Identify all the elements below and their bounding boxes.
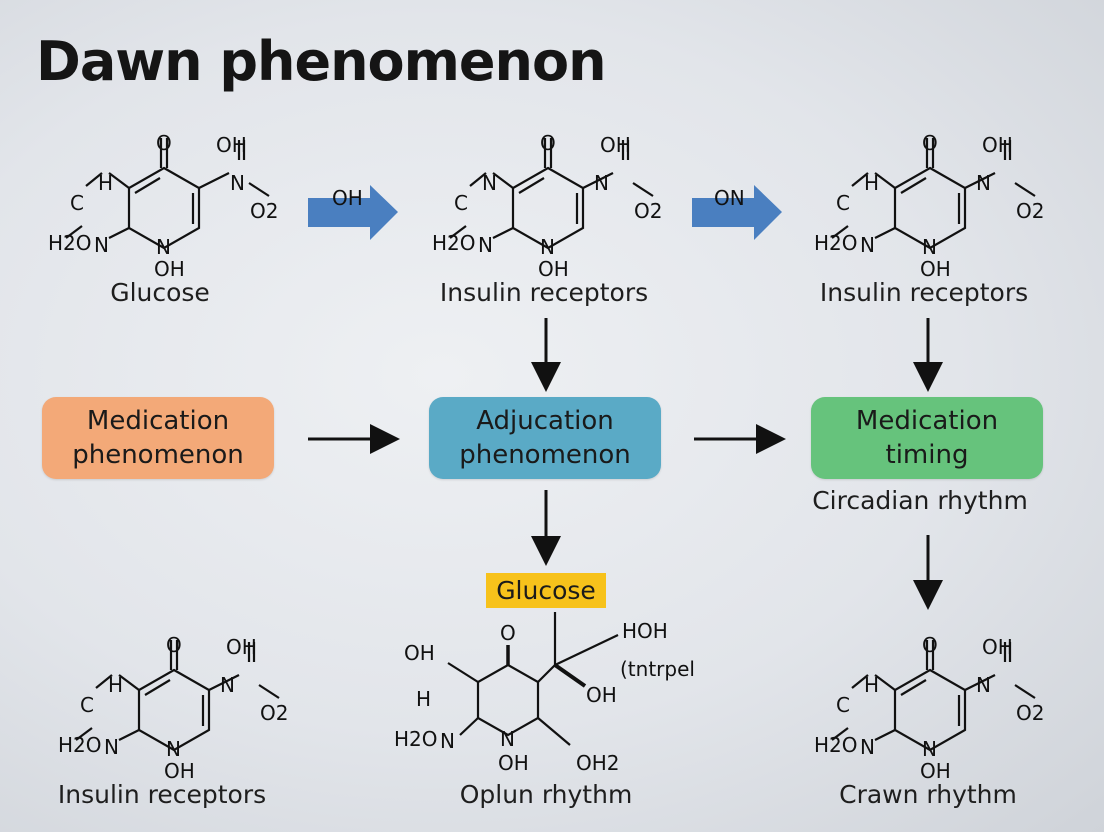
atom-n: N	[976, 673, 991, 697]
atom-n-left: N	[860, 735, 875, 759]
atom-oh2: OH2	[576, 751, 620, 775]
atom-oh-left: OH	[404, 641, 435, 665]
atom-h: H	[864, 673, 879, 697]
node-adjucation-phenomenon-line2: phenomenon	[459, 440, 631, 470]
big-arrow-2-label: ON	[714, 186, 745, 210]
atom-h: H	[864, 171, 879, 195]
atom-n: N	[220, 673, 235, 697]
node-medication-phenomenon: Medication phenomenon	[42, 397, 274, 479]
label-glucose: Glucose	[110, 278, 210, 307]
atom-h2o: H2O	[394, 727, 438, 751]
atom-c: C	[70, 191, 84, 215]
atom-oh-right: OH	[586, 683, 617, 707]
atom-h: H	[98, 171, 113, 195]
atom-h: H	[108, 673, 123, 697]
atom-c: C	[80, 693, 94, 717]
big-arrow-1-label: OH	[332, 186, 363, 210]
atom-tntrpel: (tntrpel	[620, 657, 695, 681]
big-arrow-2	[692, 185, 782, 240]
node-adjucation-phenomenon-line1: Adjucation	[476, 406, 614, 436]
atom-o2: O2	[260, 701, 288, 725]
atom-oh: OH	[982, 133, 1013, 157]
atom-n-left: N	[860, 233, 875, 257]
node-medication-timing: Medication timing	[811, 397, 1043, 479]
atom-n-ring: N	[166, 737, 181, 761]
atom-oh: OH	[982, 635, 1013, 659]
atom-oh-bottom: OH	[920, 257, 951, 281]
atom-n-left: N	[478, 233, 493, 257]
atom-oh-bottom: OH	[920, 759, 951, 783]
atom-o: O	[156, 131, 172, 155]
label-circadian-rhythm: Circadian rhythm	[812, 486, 1028, 515]
label-insulin-receptors-1: Insulin receptors	[439, 278, 649, 307]
atom-h2o: H2O	[432, 231, 476, 255]
node-medication-timing-line2: timing	[885, 440, 969, 470]
atom-oh: OH	[226, 635, 257, 659]
atom-oh-bottom: OH	[498, 751, 529, 775]
node-medication-timing-line1: Medication	[855, 406, 999, 436]
atom-o2: O2	[634, 199, 662, 223]
atom-o: O	[166, 633, 182, 657]
big-arrow-1	[308, 185, 398, 240]
node-adjucation-phenomenon: Adjucation phenomenon	[429, 397, 661, 479]
atom-oh: OH	[216, 133, 247, 157]
atom-h2o: H2O	[814, 733, 858, 757]
label-insulin-receptors-2: Insulin receptors	[819, 278, 1029, 307]
atom-h2o: H2O	[58, 733, 102, 757]
page-title: Dawn phenomenon	[36, 30, 607, 93]
atom-n-ring: N	[922, 235, 937, 259]
atom-oh-bottom: OH	[164, 759, 195, 783]
glucose-highlight: Glucose	[486, 573, 606, 608]
atom-h2o: H2O	[814, 231, 858, 255]
atom-n-left: N	[104, 735, 119, 759]
atom-n-ring: N	[156, 235, 171, 259]
atom-o: O	[922, 633, 938, 657]
atom-h: H	[416, 687, 431, 711]
atom-oh-bottom: OH	[154, 257, 185, 281]
atom-hoh: HOH	[622, 619, 668, 643]
atom-c: C	[454, 191, 468, 215]
atom-n-top-left: N	[482, 171, 497, 195]
node-medication-phenomenon-line2: phenomenon	[72, 440, 244, 470]
atom-n: N	[594, 171, 609, 195]
atom-o: O	[540, 131, 556, 155]
atom-o2: O2	[1016, 199, 1044, 223]
atom-h2o: H2O	[48, 231, 92, 255]
atom-oh: OH	[600, 133, 631, 157]
atom-c: C	[836, 693, 850, 717]
atom-o2: O2	[1016, 701, 1044, 725]
atom-n-ring: N	[500, 727, 515, 751]
label-crawn-rhythm: Crawn rhythm	[839, 780, 1017, 809]
atom-oh-bottom: OH	[538, 257, 569, 281]
node-medication-phenomenon-line1: Medication	[86, 406, 230, 436]
label-insulin-receptors-3: Insulin receptors	[57, 780, 267, 809]
atom-n-left: N	[440, 729, 455, 753]
atom-c: C	[836, 191, 850, 215]
atom-n-ring: N	[540, 235, 555, 259]
label-oplun-rhythm: Oplun rhythm	[459, 780, 633, 809]
atom-o2: O2	[250, 199, 278, 223]
atom-n: N	[976, 171, 991, 195]
atom-o: O	[922, 131, 938, 155]
atom-n-ring: N	[922, 737, 937, 761]
atom-n-left: N	[94, 233, 109, 257]
atom-o-top: O	[500, 621, 516, 645]
atom-n: N	[230, 171, 245, 195]
